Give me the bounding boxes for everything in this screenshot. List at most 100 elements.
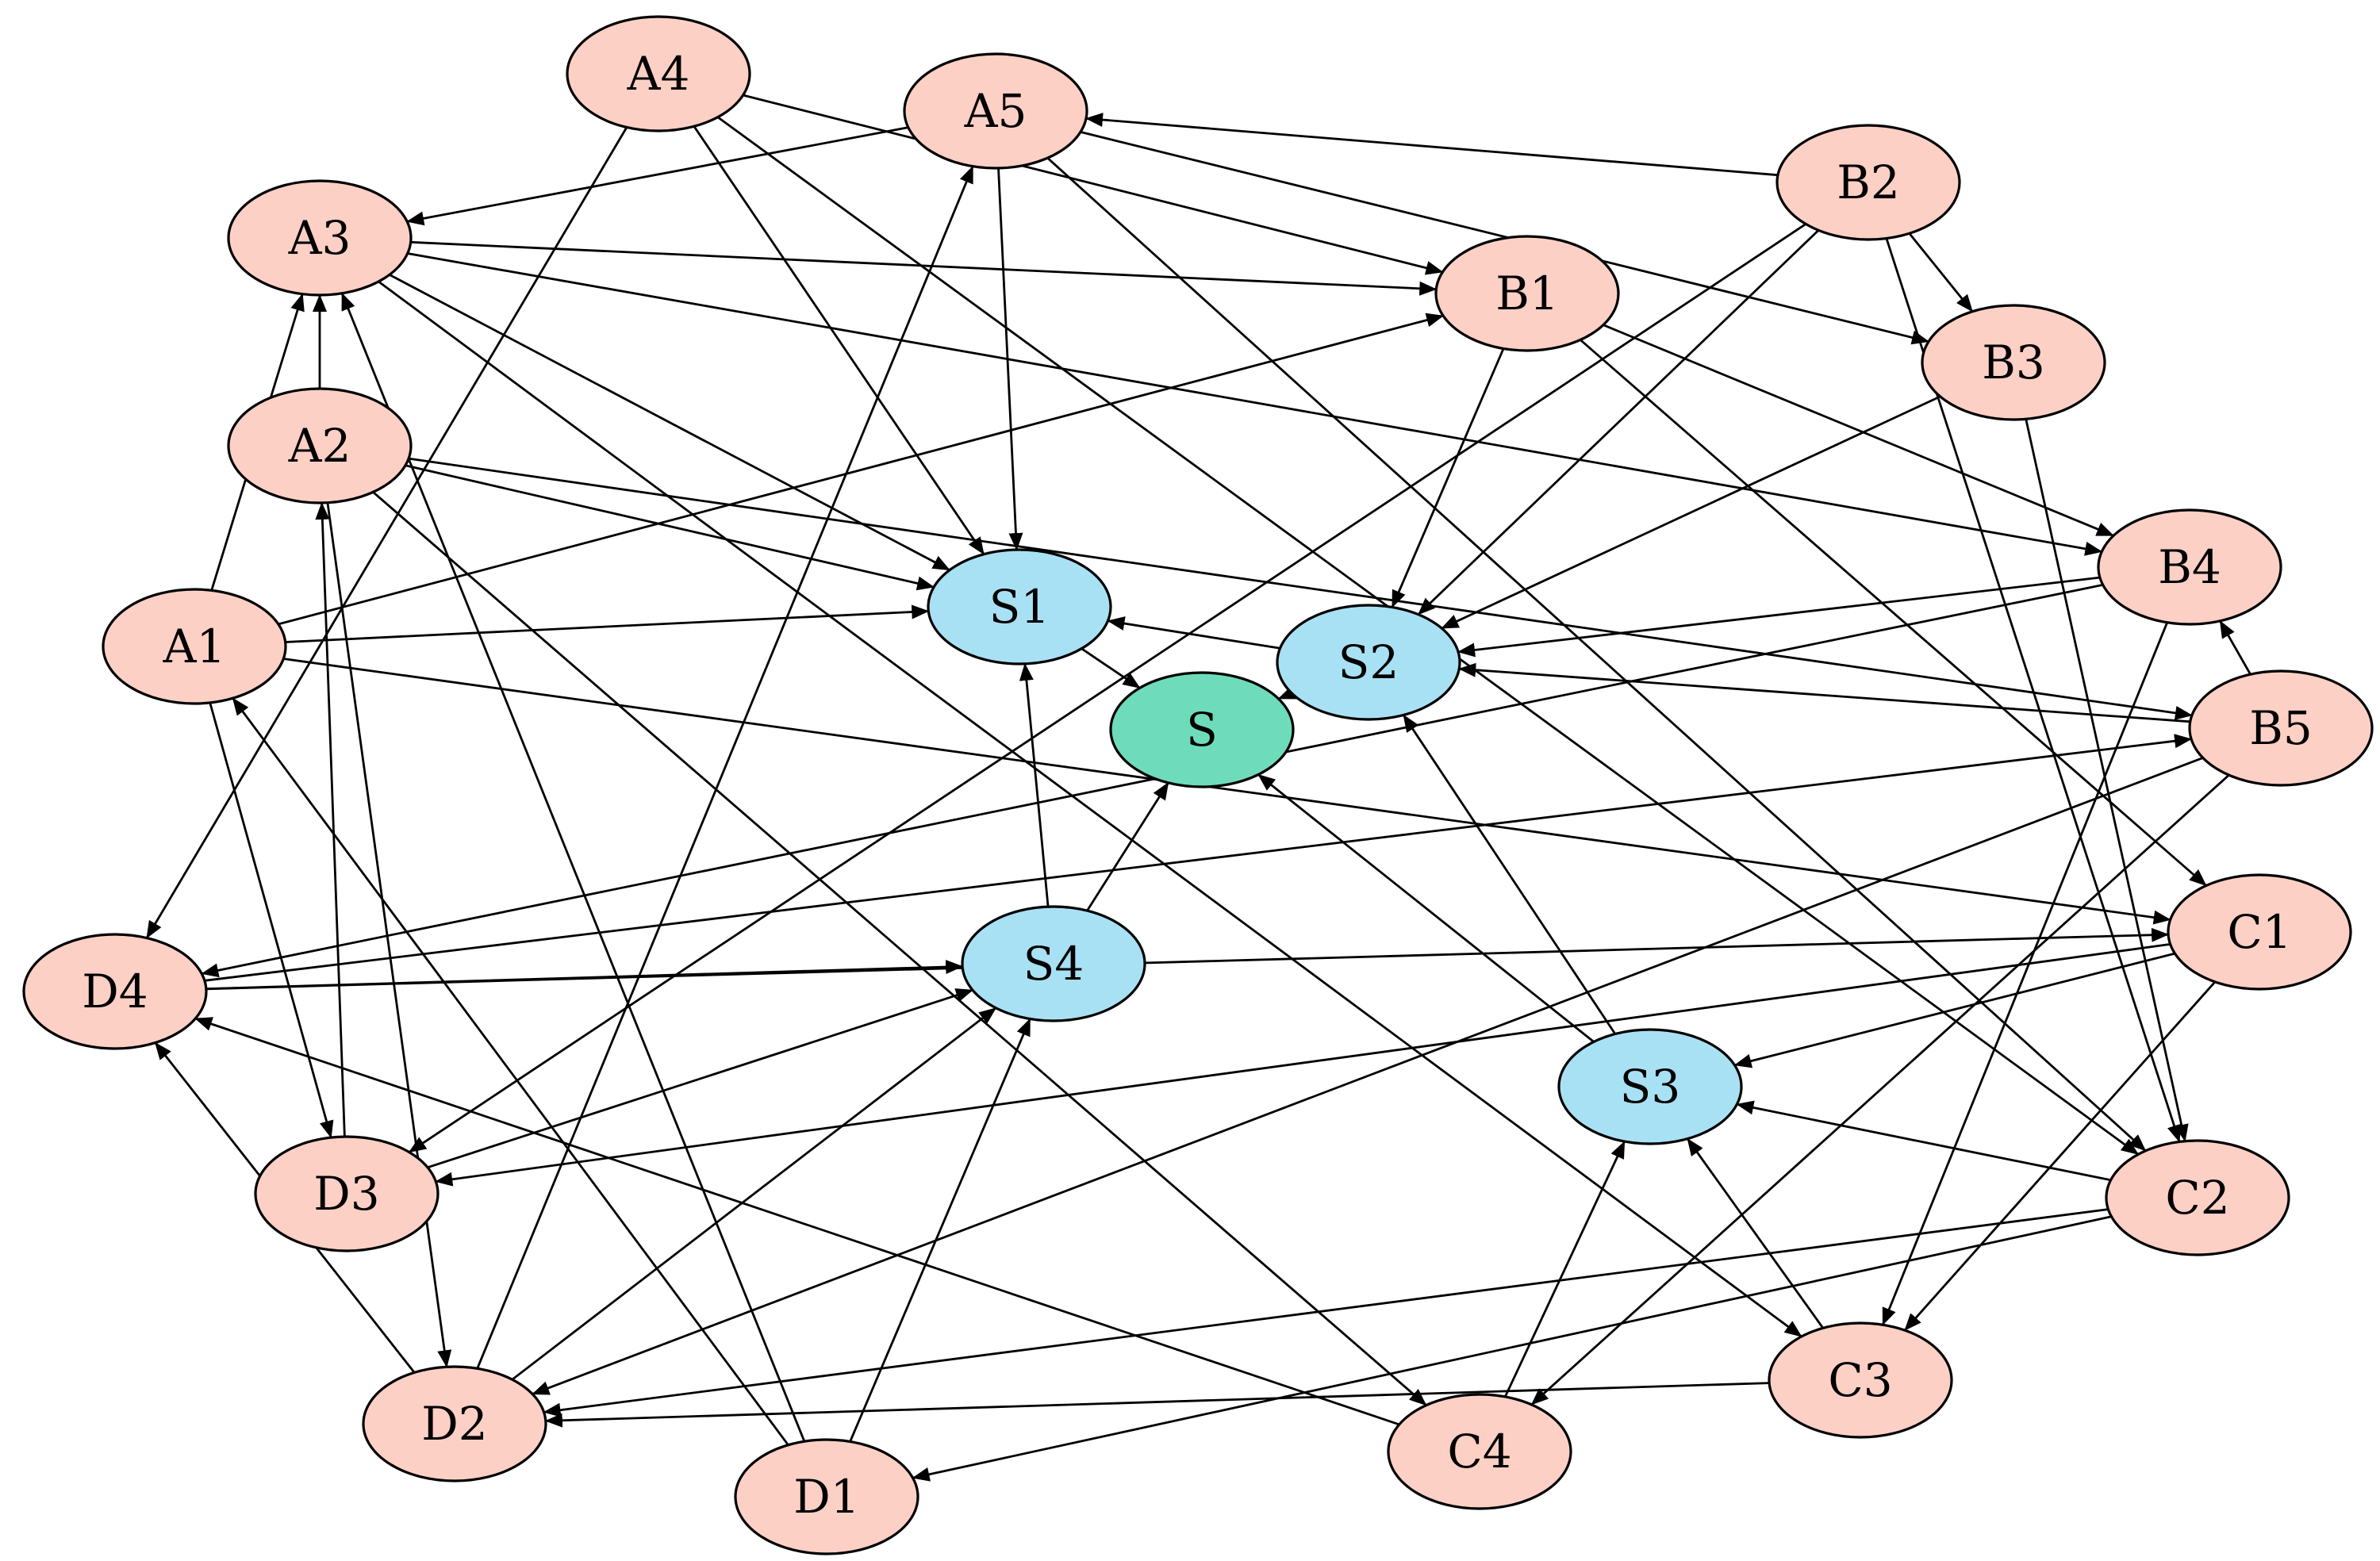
node-label: D1 (793, 1470, 859, 1524)
edge-c4-to-d4 (194, 1017, 1400, 1426)
node-label: C4 (1447, 1425, 1511, 1479)
node-s3[interactable]: S3 (1557, 1028, 1743, 1145)
node-label: A4 (627, 47, 690, 101)
edge-d4-to-b5 (204, 734, 2193, 982)
edge-b5-to-d2 (532, 757, 2204, 1395)
edge-s4-to-s (1086, 782, 1169, 911)
node-ellipse (102, 588, 287, 705)
node-ellipse (1768, 1321, 1953, 1439)
edge-b3-to-c2 (2025, 418, 2189, 1142)
node-label: B4 (2158, 540, 2221, 594)
node-c4[interactable]: C4 (1387, 1393, 1572, 1510)
edge-a4-to-b1 (743, 94, 1444, 275)
node-c3[interactable]: C3 (1768, 1321, 1953, 1439)
edge-s2-to-s1 (1107, 616, 1280, 650)
node-ellipse (2097, 508, 2282, 626)
node-label: B2 (1837, 155, 1900, 209)
edge-s3-to-s (1257, 773, 1595, 1043)
edge-b2-to-b3 (1908, 232, 1974, 313)
edge-b1-to-s2 (1391, 347, 1505, 608)
edge-a2-to-b5 (408, 457, 2193, 720)
node-c1[interactable]: C1 (2167, 873, 2352, 991)
edge-a5-to-c2 (1046, 157, 2147, 1152)
edge-a3-to-b4 (407, 252, 2103, 556)
edge-a2-to-c4 (372, 491, 1427, 1406)
edge-b4-to-c3 (1882, 622, 2168, 1326)
edge-b2-to-a5 (1085, 113, 1779, 177)
edge-a4-to-d4 (145, 126, 628, 939)
node-s[interactable]: S (1109, 671, 1295, 788)
edge-b5-to-s2 (1458, 662, 2190, 723)
edge-c4-to-s3 (1504, 1141, 1626, 1398)
edge-a4-to-s1 (693, 125, 985, 555)
node-d1[interactable]: D1 (734, 1438, 919, 1555)
edge-a1-to-c1 (283, 658, 2171, 925)
node-s2[interactable]: S2 (1276, 604, 1461, 721)
edge-d1-to-s4 (849, 1018, 1031, 1442)
edges-layer (145, 94, 2251, 1482)
node-b5[interactable]: B5 (2188, 669, 2374, 787)
edge-s3-to-s2 (1402, 714, 1617, 1035)
node-label: A1 (163, 619, 226, 673)
edge-b5-to-b4 (2219, 620, 2251, 675)
edge-c3-to-s3 (1686, 1137, 1825, 1329)
edge-d2-to-a5 (476, 165, 974, 1369)
node-a5[interactable]: A5 (903, 52, 1088, 170)
edge-a1-to-d3 (209, 702, 334, 1139)
node-ellipse (254, 1135, 440, 1252)
edge-b4-to-d4 (201, 584, 2103, 978)
node-b1[interactable]: B1 (1434, 235, 1620, 352)
node-ellipse (927, 548, 1112, 665)
edge-d4-to-c1 (205, 927, 2170, 991)
node-label: D3 (313, 1167, 379, 1221)
node-c2[interactable]: C2 (2105, 1139, 2290, 1256)
node-b2[interactable]: B2 (1775, 124, 1961, 241)
node-a4[interactable]: A4 (566, 15, 751, 132)
edge-d3-to-s4 (427, 988, 973, 1169)
node-ellipse (1775, 124, 1961, 241)
node-ellipse (566, 15, 751, 132)
edge-d2-to-s4 (511, 1007, 997, 1381)
edge-c3-to-d2 (544, 1382, 1770, 1428)
node-ellipse (1434, 235, 1620, 352)
node-d2[interactable]: D2 (362, 1365, 547, 1482)
node-label: C2 (2165, 1171, 2229, 1225)
edge-b2-to-d3 (408, 223, 1806, 1153)
edge-d1-to-a1 (232, 697, 789, 1446)
node-a3[interactable]: A3 (227, 179, 413, 297)
node-label: A3 (288, 211, 351, 265)
node-label: S3 (1620, 1060, 1681, 1114)
edge-c1-to-d3 (435, 943, 2171, 1187)
node-label: C3 (1828, 1353, 1892, 1407)
edge-a3-to-c3 (378, 280, 1802, 1338)
edge-c2-to-d2 (543, 1208, 2109, 1417)
edge-a1-to-b1 (278, 313, 1445, 626)
node-ellipse (2188, 669, 2374, 787)
edge-s4-to-s1 (1019, 662, 1050, 907)
node-ellipse (1557, 1028, 1743, 1145)
edge-b4-to-s2 (1457, 576, 2101, 658)
node-b3[interactable]: B3 (1921, 304, 2106, 421)
node-label: D4 (82, 965, 148, 1018)
node-b4[interactable]: B4 (2097, 508, 2282, 626)
node-label: S (1186, 703, 1218, 757)
node-s4[interactable]: S4 (961, 905, 1146, 1022)
edge-b3-to-s2 (1441, 395, 1941, 630)
edge-c1-to-s3 (1733, 952, 2175, 1068)
edge-b2-to-s2 (1417, 229, 1820, 616)
node-label: B5 (2249, 701, 2313, 755)
node-ellipse (734, 1438, 919, 1555)
node-d3[interactable]: D3 (254, 1135, 440, 1252)
node-ellipse (362, 1365, 547, 1482)
node-d4[interactable]: D4 (22, 933, 208, 1050)
node-ellipse (903, 52, 1088, 170)
node-label: S1 (989, 580, 1050, 634)
node-s1[interactable]: S1 (927, 548, 1112, 665)
node-a1[interactable]: A1 (102, 588, 287, 705)
node-a2[interactable]: A2 (227, 387, 413, 504)
edge-a1-to-s1 (285, 604, 930, 643)
node-ellipse (227, 179, 413, 297)
node-ellipse (1921, 304, 2106, 421)
